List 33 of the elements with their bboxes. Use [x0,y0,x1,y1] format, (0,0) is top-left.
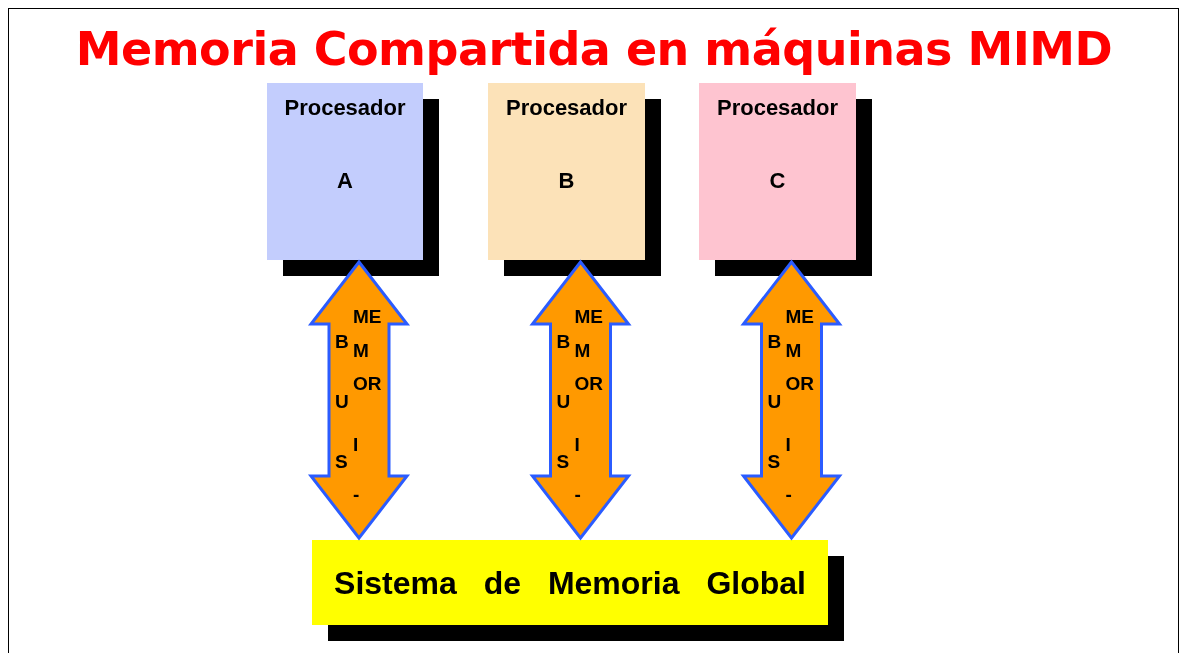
arrow-text: M [574,339,591,363]
processor-label: Procesador [505,94,628,122]
arrow-text: ME [353,305,382,329]
processor-id: A [337,167,353,195]
edge-label: BUS [556,330,572,474]
memory-box [312,540,828,625]
processor-label: Procesador [284,94,406,122]
arrow-text: - [353,483,360,507]
processor-id: C [769,167,786,195]
arrow-text: OR [574,372,603,396]
arrow-text: OR [785,372,814,396]
arrow-text: OR [353,372,382,396]
arrow-text: - [574,483,581,507]
double-arrow [307,259,411,541]
edge-label: BUS [335,330,350,474]
arrow-text: I [353,433,359,457]
arrow-text: ME [785,305,814,329]
arrow-text: I [785,433,791,457]
processor-box [488,83,645,260]
processor-label: Procesador [716,94,839,122]
processor-box [267,83,423,260]
title: Memoria Compartida en máquinas MIMD [74,22,1114,76]
double-arrow [529,259,632,541]
memory-label: Sistema de Memoria Global [334,563,806,603]
processor-id: B [558,167,575,195]
processor-box [699,83,856,260]
arrow-text: - [785,483,792,507]
double-arrow [740,259,843,541]
arrow-text: ME [574,305,603,329]
arrow-text: I [574,433,580,457]
arrow-text: M [785,339,802,363]
edge-label: BUS [767,330,783,474]
arrow-text: M [353,339,369,363]
